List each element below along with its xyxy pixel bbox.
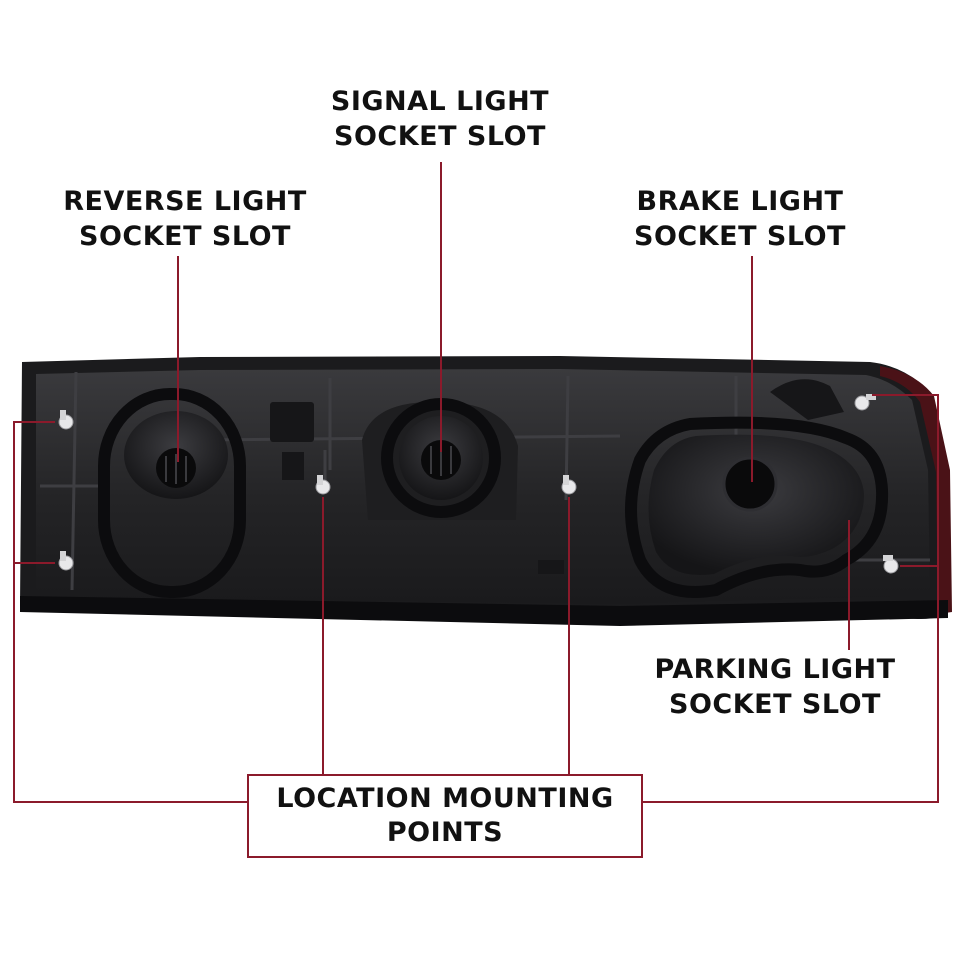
signal-label-line2: SOCKET SLOT [334,121,546,152]
signal-light-label: SIGNAL LIGHT SOCKET SLOT [300,84,580,154]
reverse-label-line2: SOCKET SLOT [79,221,291,252]
brake-label-line2: SOCKET SLOT [634,221,846,252]
brake-label-line1: BRAKE LIGHT [636,186,844,217]
leader-mount-left [13,421,247,803]
mount-pin [854,394,876,411]
mount-pin [58,551,74,571]
brake-light-socket [625,416,889,598]
parking-label-line2: SOCKET SLOT [669,689,881,720]
leader-lines [13,162,939,803]
parking-label-line1: PARKING LIGHT [654,654,896,685]
mount-pin [883,555,899,574]
reverse-light-label: REVERSE LIGHT SOCKET SLOT [40,184,330,254]
mounting-label-line2: POINTS [386,817,504,848]
brake-light-label: BRAKE LIGHT SOCKET SLOT [600,184,880,254]
mounting-label-line1: LOCATION MOUNTING [276,783,614,814]
brake-gasket [625,416,889,598]
reverse-label-line1: REVERSE LIGHT [63,186,307,217]
signal-label-line1: SIGNAL LIGHT [330,86,550,117]
mounting-pins [58,394,899,574]
reverse-light-socket [98,388,246,598]
mount-pin [561,475,577,495]
mounting-points-callout: LOCATION MOUNTING POINTS [247,774,643,858]
mount-pin [315,475,331,495]
mounting-label: LOCATION MOUNTING POINTS [276,782,613,850]
leader-mount-right [643,394,939,803]
housing-right-lens-edge [880,366,952,614]
parking-light-label: PARKING LIGHT SOCKET SLOT [630,652,920,722]
housing-bottom-rim [20,596,948,626]
brake-socket-hole [722,456,778,512]
reverse-gasket [98,388,246,598]
mount-pin [58,410,74,430]
